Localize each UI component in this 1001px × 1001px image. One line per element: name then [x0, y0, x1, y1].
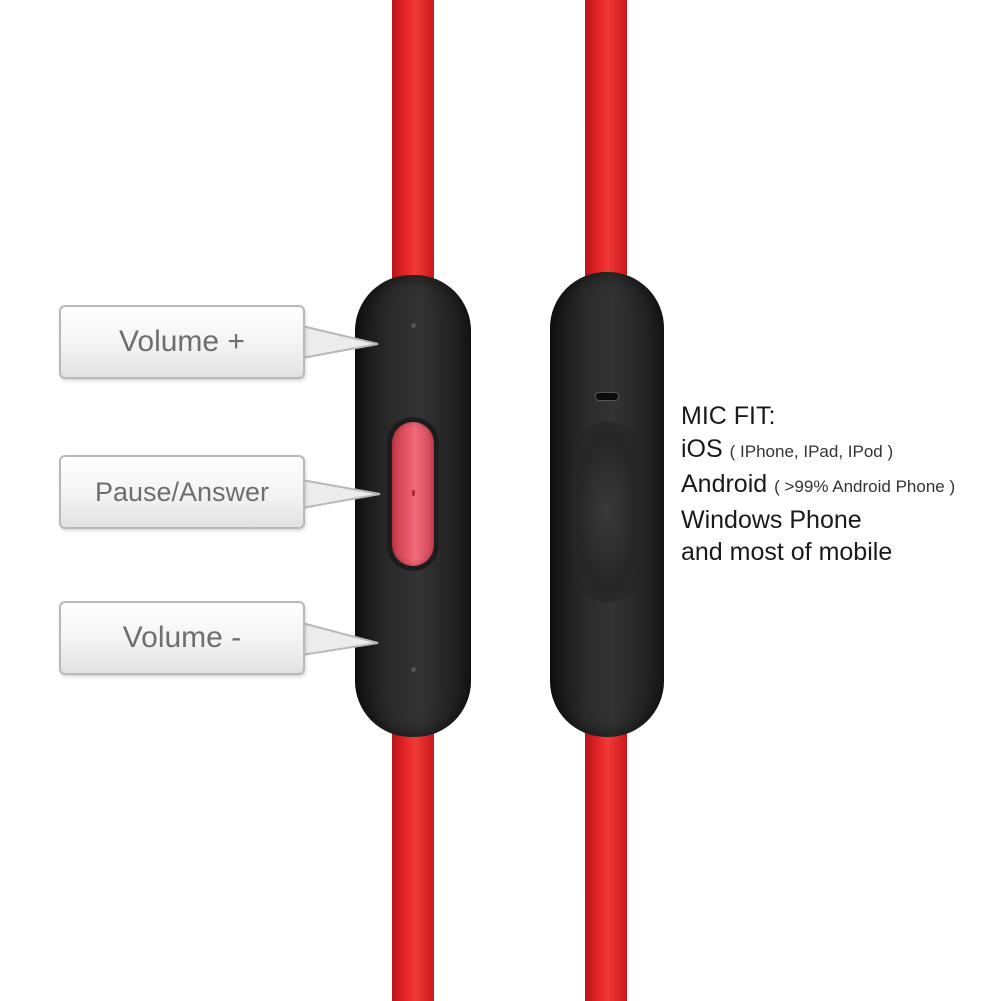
volume-up-pointer [301, 324, 379, 360]
back-groove [572, 422, 642, 602]
volume-up-label: Volume + [59, 305, 305, 379]
pause-pointer [301, 478, 381, 510]
button-marker [412, 490, 415, 496]
pause-answer-label: Pause/Answer [59, 455, 305, 529]
ios-label: iOS [681, 434, 723, 463]
mobile-line: and most of mobile [681, 538, 893, 566]
volume-up-marker [411, 323, 416, 328]
compatibility-list: MIC FIT: iOS ( IPhone, IPad, IPod ) Andr… [681, 400, 955, 569]
android-devices: ( >99% Android Phone ) [774, 477, 956, 496]
windows-line: Windows Phone [681, 505, 862, 534]
pause-answer-button [392, 422, 434, 566]
android-label: Android [681, 470, 768, 498]
android-line: Android ( >99% Android Phone ) [681, 468, 955, 504]
mic-fit-heading: MIC FIT: [681, 402, 776, 430]
remote-control-front [355, 275, 471, 737]
microphone-hole [595, 392, 619, 401]
volume-down-pointer [301, 621, 379, 657]
remote-control-back [550, 272, 664, 737]
volume-down-marker [411, 667, 416, 672]
ios-line: iOS ( IPhone, IPad, IPod ) [681, 433, 955, 469]
ios-devices: ( IPhone, IPad, IPod ) [729, 441, 894, 461]
volume-down-label: Volume - [59, 601, 305, 675]
